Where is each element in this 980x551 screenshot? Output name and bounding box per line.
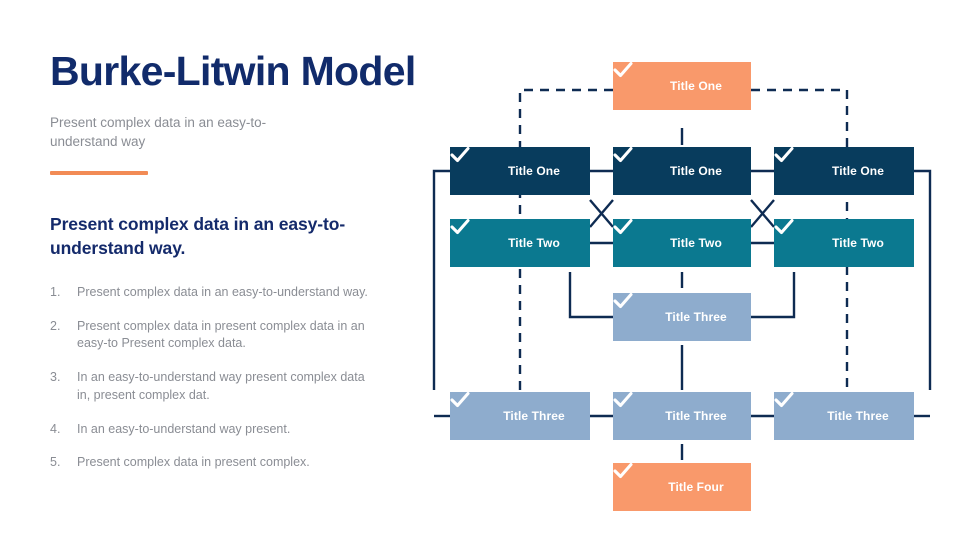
node-label: Title Three [665,409,727,423]
list-item-text: In an easy-to-understand way present com… [77,370,365,402]
node-navy-right[interactable]: Title One [774,147,914,195]
node-label: Title Two [832,236,884,250]
list-item-text: In an easy-to-understand way present. [77,421,291,436]
list-item: 1. Present complex data in an easy-to-un… [50,284,430,302]
node-top-orange[interactable]: Title One [613,62,751,110]
list-item: 4. In an easy-to-understand way present. [50,421,430,439]
node-label: Title One [831,164,885,178]
node-label: Title Two [508,236,560,250]
node-lblue-center[interactable]: Title Three [613,392,751,440]
list-item-number: 4. [50,421,61,436]
node-label: Title Three [665,310,727,324]
node-teal-right[interactable]: Title Two [774,219,914,267]
node-teal-center[interactable]: Title Two [613,219,751,267]
list-item-number: 3. [50,370,61,385]
node-label: Title One [669,164,723,178]
node-lblue-left[interactable]: Title Three [450,392,590,440]
list-item-text: Present complex data in present complex. [77,455,310,470]
left-content-panel: Burke-Litwin Model Present complex data … [50,48,430,510]
list-item: 3. In an easy-to-understand way present … [50,369,430,405]
accent-divider [50,171,148,176]
node-label: Title One [507,164,561,178]
connector-lines [432,88,932,460]
list-item-text: Present complex data in an easy-to-under… [77,284,368,299]
page-title: Burke-Litwin Model [50,48,416,94]
subtitle-text: Present complex data in an easy-to-under… [50,115,267,149]
list-item-text: Present complex data in present complex … [77,318,365,351]
node-navy-center[interactable]: Title One [613,147,751,195]
list-item-number: 1. [50,284,61,299]
lead-heading: Present complex data in an easy-to-under… [50,214,346,258]
list-item-number: 5. [50,455,61,470]
node-label: Title One [669,79,723,93]
node-label: Title Three [827,409,889,423]
node-teal-left[interactable]: Title Two [450,219,590,267]
node-label: Title Two [670,236,722,250]
list-item: 2. Present complex data in present compl… [50,318,430,354]
list-item-number: 2. [50,318,61,333]
node-navy-left[interactable]: Title One [450,147,590,195]
list-item: 5. Present complex data in present compl… [50,454,430,472]
node-bottom-orange[interactable]: Title Four [613,463,751,511]
node-label: Title Four [668,480,724,494]
node-middle-light-blue[interactable]: Title Three [613,293,751,341]
burke-litwin-diagram: Title One Title One Title One [410,55,970,515]
node-lblue-right[interactable]: Title Three [774,392,914,440]
node-label: Title Three [503,409,565,423]
numbered-list: 1. Present complex data in an easy-to-un… [50,284,430,472]
